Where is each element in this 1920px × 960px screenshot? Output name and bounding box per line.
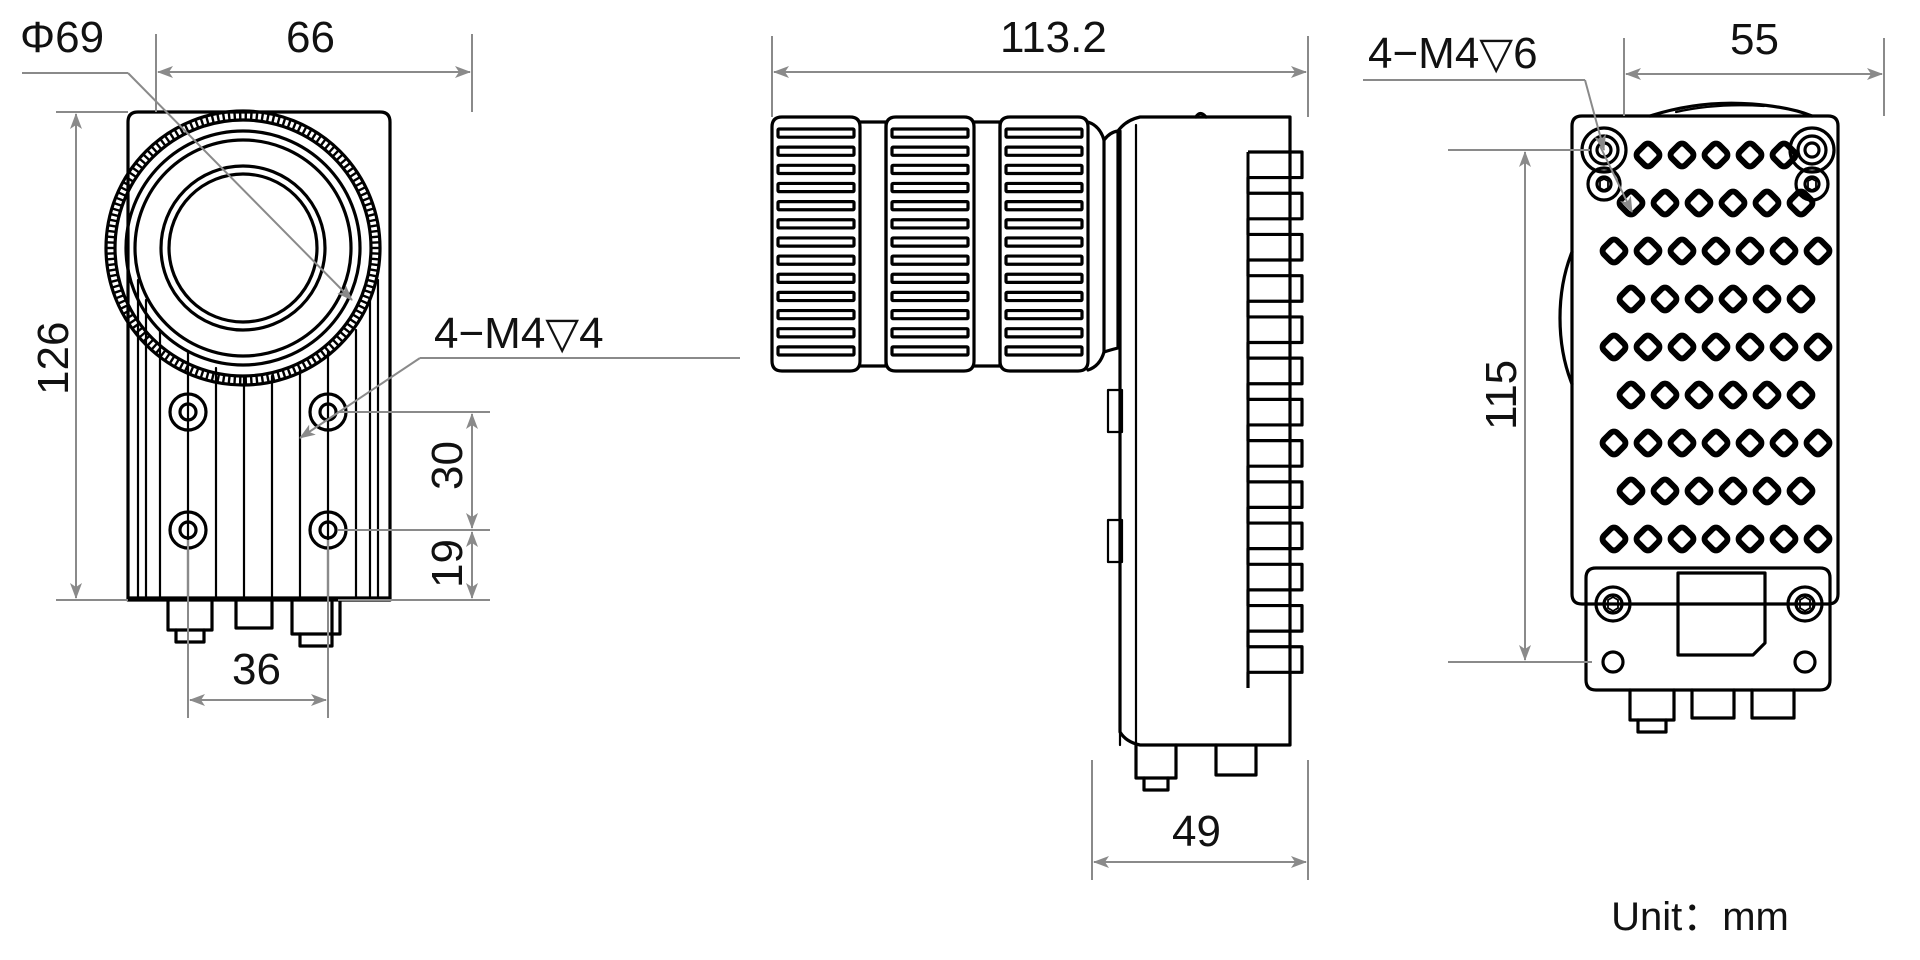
mounting-hole: [168, 392, 208, 432]
lens-knurled-ring: [104, 109, 382, 387]
dim-hole-spacing-19: 19: [338, 531, 490, 601]
front-connectors: [166, 598, 342, 648]
lens-band-2: [884, 115, 976, 373]
side-body: [1106, 111, 1304, 747]
dim-side-length-text: 113.2: [1000, 13, 1107, 62]
dim-rear-thread-text: 4−M4▽6: [1368, 29, 1538, 78]
dim-side-depth: 49: [1091, 760, 1309, 880]
dim-lens-diameter-text: Φ69: [20, 13, 104, 62]
dim-hole-spacing-30: 30: [338, 411, 490, 531]
dim-hole-spacing-36: 36: [187, 540, 329, 718]
dim-hole-spacing-36-text: 36: [232, 645, 281, 694]
front-body-outline: [126, 110, 392, 602]
dim-front-thread-note: 4−M4▽4: [299, 309, 740, 439]
dim-hole-spacing-30-text: 30: [423, 441, 472, 490]
dim-side-length: 113.2: [771, 13, 1309, 117]
dim-rear-width: 55: [1623, 15, 1885, 116]
front-dimensions: Φ69 66 126 4−M4▽4: [20, 13, 740, 718]
rear-vent-pattern: [1599, 140, 1833, 554]
dim-lens-diameter: Φ69: [20, 13, 353, 301]
dim-rear-thread-note: 4−M4▽6: [1363, 29, 1606, 151]
dim-front-height-text: 126: [29, 322, 78, 395]
front-heatsink-fins: [136, 278, 380, 600]
panel-hole: [1601, 650, 1625, 674]
dim-rear-height-text: 115: [1477, 360, 1526, 430]
front-mounting-holes: [168, 392, 348, 550]
panel-hole: [1793, 650, 1817, 674]
side-lens-barrel: [770, 115, 1120, 373]
rear-view: [1558, 101, 1840, 734]
mounting-hole: [1788, 126, 1836, 174]
mounting-hole: [1794, 166, 1830, 202]
unit-note: Unit：mm: [1611, 895, 1789, 939]
dim-hole-spacing-19-text: 19: [423, 539, 472, 588]
mounting-hole: [1586, 166, 1622, 202]
panel-screw: [1594, 585, 1632, 623]
side-view: [770, 111, 1304, 792]
dim-front-width: 66: [155, 13, 473, 112]
rear-dimensions: 4−M4▽6 55 115: [1363, 15, 1885, 663]
dim-front-thread-text: 4−M4▽4: [434, 309, 604, 358]
rear-body-outline: [1558, 101, 1840, 606]
rear-bottom-panel: [1584, 566, 1832, 692]
lens-band-3: [998, 115, 1090, 373]
panel-screw: [1786, 585, 1824, 623]
dim-front-height: 126: [29, 111, 128, 601]
side-dimensions: 113.2 49: [771, 13, 1309, 880]
side-connectors: [1134, 743, 1258, 792]
front-view: [104, 109, 392, 648]
lens-band-1: [770, 115, 862, 373]
dim-front-width-text: 66: [286, 13, 335, 62]
rear-connectors: [1628, 688, 1796, 734]
lens-knurl-teeth: [106, 111, 380, 385]
dim-rear-height: 115: [1448, 149, 1592, 663]
dim-side-depth-text: 49: [1172, 807, 1221, 856]
dim-rear-width-text: 55: [1730, 15, 1779, 64]
